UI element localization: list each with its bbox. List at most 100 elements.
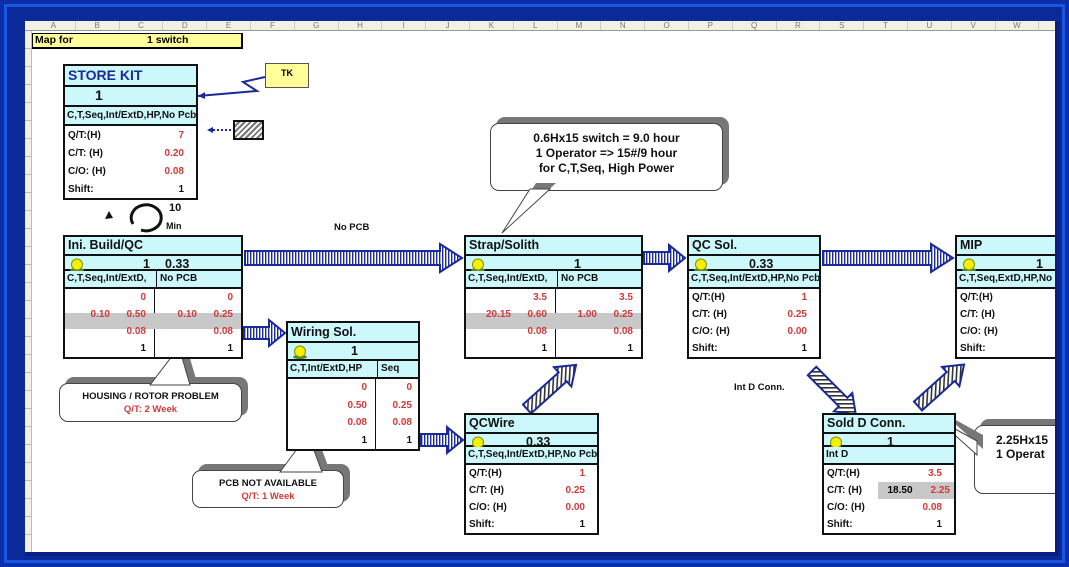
metric-value: 0.25 — [787, 309, 807, 320]
metric-value: 1 — [579, 468, 585, 479]
column-header[interactable]: T — [864, 21, 908, 30]
column-header[interactable]: Q — [733, 21, 777, 30]
metric-row: 0.50 — [288, 397, 375, 414]
process-title: Strap/Solith — [466, 237, 641, 256]
metric-row: C/O: (H)0.08 — [65, 163, 196, 180]
metric-value: 3.5 — [533, 292, 547, 303]
column-header[interactable]: K — [470, 21, 514, 30]
cycle-loop-icon — [105, 203, 163, 233]
column-header[interactable]: G — [295, 21, 339, 30]
process-title: QC Sol. — [689, 237, 819, 256]
metric-row: Q/T:(H) 1 — [466, 465, 597, 482]
process-subtitle: Int D — [824, 447, 954, 465]
arrow-strap-to-qc — [643, 242, 687, 274]
metric-row: 1 — [155, 340, 241, 357]
subtitle-text: C,T,Seq,Int/ExtD,HP,No Pcb — [468, 449, 597, 460]
metric-value: 0.20 — [164, 147, 184, 159]
metric-label: Shift: — [692, 343, 718, 354]
column-header[interactable]: S — [820, 21, 865, 30]
process-subtitle: C,T,Seq,ExtD,HP,No — [957, 271, 1055, 289]
subtitle-right: Seq — [381, 363, 400, 374]
takt-rate: 0.33 — [749, 257, 774, 271]
metric-row: Shift:1 — [824, 516, 954, 533]
metric-row: Q/T:(H)3.5 — [824, 465, 954, 482]
metric-row: C/T: (H)0.20 — [65, 145, 196, 162]
arrow-qc-to-mip — [822, 242, 955, 274]
column-header[interactable]: O — [645, 21, 689, 30]
column-header[interactable]: C — [120, 21, 164, 30]
metric-value: 0.50 — [126, 309, 146, 320]
process-subtitle: C,T,Seq,Int/ExtD,No PCB — [466, 271, 641, 289]
metric-extra: 0.10 — [177, 309, 197, 320]
metric-label: Q/T:(H) — [68, 129, 101, 141]
subtitle-left: C,T,Int/ExtD,HP — [290, 361, 378, 377]
column-header[interactable]: P — [689, 21, 733, 30]
column-header[interactable]: L — [514, 21, 558, 30]
metric-row: 0.25 — [376, 397, 420, 414]
metric-value: 0.25 — [565, 485, 585, 496]
metric-label: C/T: (H) — [469, 485, 504, 496]
column-header[interactable]: R — [777, 21, 821, 30]
arrow-qcwire-to-strap — [521, 363, 578, 415]
process-count-row: 1 — [824, 434, 954, 450]
column-header[interactable]: A — [32, 21, 76, 30]
column-header[interactable]: B — [76, 21, 120, 30]
arrow-sold-to-mip — [912, 363, 966, 412]
metric-row: 1 — [556, 340, 641, 357]
column-header[interactable]: F — [251, 21, 295, 30]
metric-value: 1 — [801, 292, 807, 303]
column-header[interactable]: M — [558, 21, 602, 30]
metric-row: Shift:1 — [65, 181, 196, 198]
arrow-wiring-to-qcwire — [420, 424, 465, 456]
process-title: Wiring Sol. — [288, 323, 418, 343]
operator-count: 1 — [143, 257, 150, 271]
metric-label: Q/T:(H) — [692, 292, 725, 303]
column-header[interactable]: U — [908, 21, 952, 30]
column-header[interactable]: W — [996, 21, 1040, 30]
column-header[interactable]: H — [339, 21, 383, 30]
callout-line: 2.25Hx15 — [996, 433, 1049, 447]
metric-row: Q/T:(H) — [957, 289, 1055, 306]
column-header[interactable]: I — [382, 21, 427, 30]
tk-note[interactable]: TK — [265, 63, 309, 88]
metric-row: C/O: (H)0.00 — [466, 499, 597, 516]
metric-value: 1 — [541, 343, 547, 354]
operator-count: 1 — [351, 344, 358, 358]
metric-value: 0.50 — [347, 399, 367, 411]
subtitle-right: No PCB — [160, 273, 198, 284]
metric-value: 0.00 — [787, 326, 807, 337]
column-header[interactable]: V — [952, 21, 996, 30]
metric-row: 0.08 — [65, 323, 154, 340]
metric-label: Q/T:(H) — [469, 468, 502, 479]
metric-row: Shift:1 — [689, 340, 819, 357]
tk-note-label: TK — [281, 68, 293, 78]
callout-line: PCB NOT AVAILABLE — [219, 478, 317, 489]
highlight-band — [65, 313, 241, 329]
column-header[interactable]: D — [163, 21, 208, 30]
metric-row: 0.08 — [556, 323, 641, 340]
operator-icon — [292, 345, 308, 359]
process-subtitle: C,T,Seq,Int/ExtD,HP,No Pcb — [466, 447, 597, 465]
column-header[interactable]: N — [601, 21, 646, 30]
tk-link-arrow — [197, 76, 266, 99]
metric-row: Shift:1 — [466, 516, 597, 533]
column-header[interactable]: J — [426, 21, 470, 30]
metric-value: 0.08 — [213, 326, 233, 337]
column-header[interactable]: E — [207, 21, 251, 30]
